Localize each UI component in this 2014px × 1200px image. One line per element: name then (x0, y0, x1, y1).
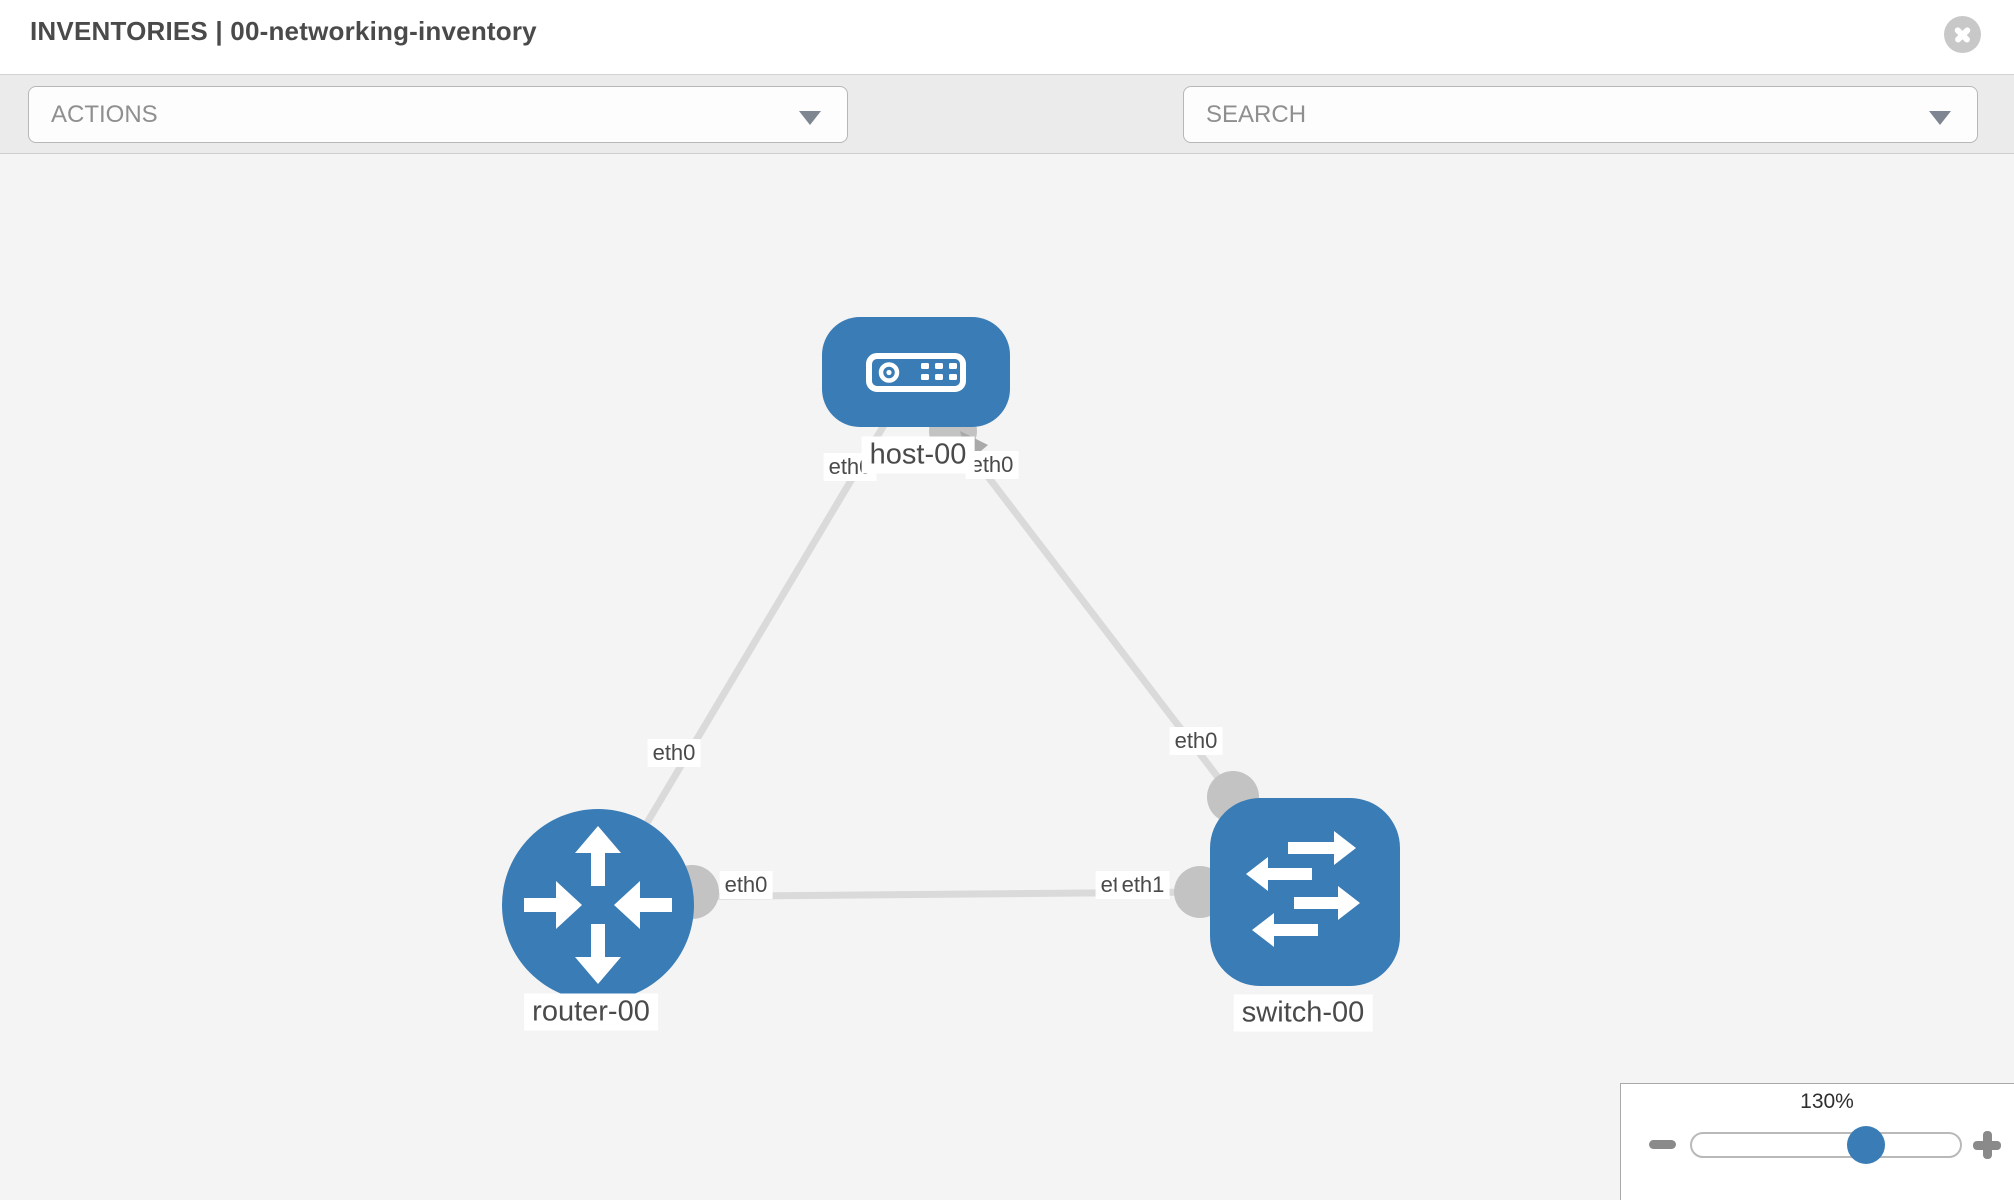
toolbar: ACTIONS SEARCH (0, 74, 2014, 207)
caret-down-icon (1929, 111, 1951, 125)
header: INVENTORIES | 00-networking-inventory (0, 0, 2014, 74)
actions-dropdown-label: ACTIONS (51, 101, 158, 128)
interface-label: eth0 (1169, 727, 1223, 755)
host-server-icon (866, 353, 966, 392)
zoom-slider-knob[interactable] (1847, 1126, 1885, 1164)
zoom-level-value: 130% (1800, 1090, 1854, 1113)
search-dropdown[interactable]: SEARCH (1183, 86, 1978, 143)
interface-label: eth1 (1116, 871, 1170, 899)
node-label-host: host-00 (861, 436, 975, 474)
page-title: INVENTORIES | 00-networking-inventory (30, 16, 537, 46)
zoom-panel: 130% (1620, 1083, 2014, 1200)
topology-canvas[interactable]: host-00 eth0 eth0 eth0 eth0 eth0 eth1 et… (0, 155, 2014, 1200)
router-arrows-icon (524, 826, 672, 984)
interface-label: eth0 (647, 739, 701, 767)
plus-icon[interactable] (1973, 1131, 2001, 1159)
node-host-00[interactable] (822, 317, 1010, 427)
topology-graph (502, 317, 1400, 1001)
switch-arrows-icon (1246, 831, 1360, 947)
close-button[interactable] (1944, 16, 1981, 53)
interface-label: eth0 (965, 451, 1019, 479)
caret-down-icon (799, 111, 821, 125)
minus-icon[interactable] (1649, 1140, 1676, 1149)
node-label-switch: switch-00 (1233, 994, 1373, 1032)
node-label-router: router-00 (524, 993, 658, 1031)
node-router-00[interactable] (502, 809, 694, 1001)
zoom-slider-track[interactable] (1690, 1132, 1962, 1158)
interface-label: eth0 (719, 871, 773, 899)
node-switch-00[interactable] (1210, 798, 1400, 986)
search-dropdown-label: SEARCH (1206, 101, 1307, 128)
actions-dropdown[interactable]: ACTIONS (28, 86, 848, 143)
